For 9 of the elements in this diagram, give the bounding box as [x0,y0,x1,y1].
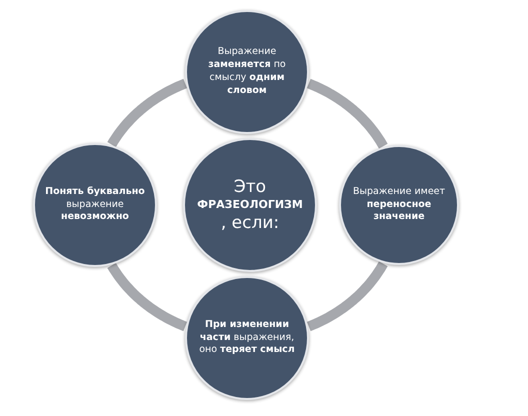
ring-connector [107,78,188,148]
circle-text: При изменении части выражения, оно теряет смысл [198,318,296,358]
ring-connector [306,260,388,332]
circle-text: Выражение заменяется по смыслу одним словом [207,46,287,98]
ring-connector [107,262,188,332]
circle-text: Выражение имеет переносное значение [352,186,446,224]
circle-text: Это ФРАЗЕОЛОГИЗМ , если: [196,176,304,234]
circle-text: Понять буквально выражение невозможно [44,186,146,224]
ring-connector [306,78,388,150]
